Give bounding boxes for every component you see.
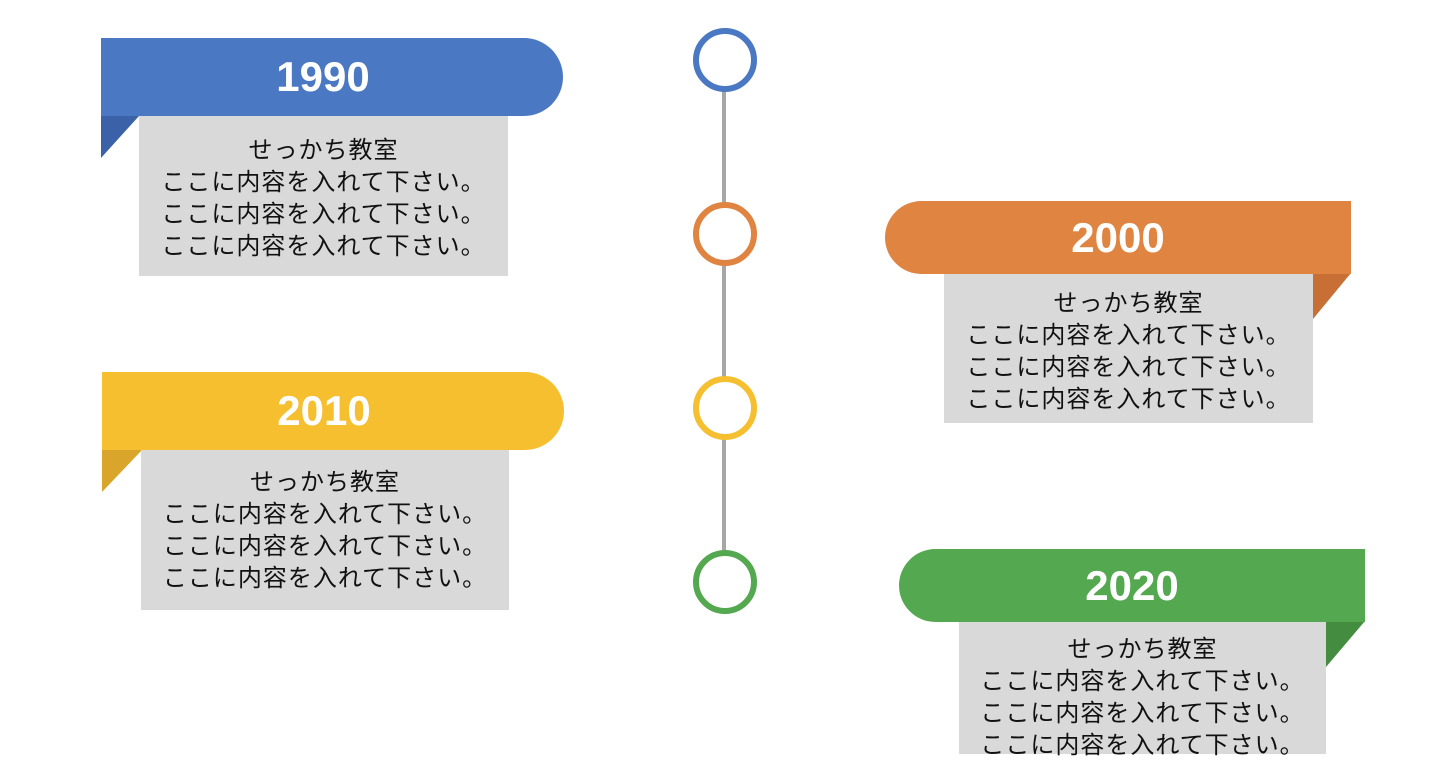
timeline-node-2000 xyxy=(693,202,757,266)
entry-line: ここに内容を入れて下さい。 xyxy=(162,564,488,592)
entry-line: ここに内容を入れて下さい。 xyxy=(162,500,488,528)
content-box-1990: せっかち教室 ここに内容を入れて下さい。 ここに内容を入れて下さい。 ここに内容… xyxy=(139,116,508,276)
year-label: 2000 xyxy=(1071,213,1165,261)
timeline-node-1990 xyxy=(693,28,757,92)
entry-line: ここに内容を入れて下さい。 xyxy=(161,232,486,260)
banner-fold-1990 xyxy=(101,116,139,158)
entry-line: ここに内容を入れて下さい。 xyxy=(980,667,1305,695)
year-banner-2000: 2000 xyxy=(885,201,1351,274)
banner-fold-2010 xyxy=(102,450,142,492)
entry-line: ここに内容を入れて下さい。 xyxy=(161,168,486,196)
year-banner-2010: 2010 xyxy=(102,372,564,450)
timeline-node-2010 xyxy=(693,376,757,440)
entry-title: せっかち教室 xyxy=(1067,635,1218,663)
entry-line: ここに内容を入れて下さい。 xyxy=(161,200,486,228)
banner-fold-2000 xyxy=(1313,273,1351,319)
year-label: 2010 xyxy=(277,387,371,434)
year-label: 1990 xyxy=(276,53,370,100)
content-box-2020: せっかち教室 ここに内容を入れて下さい。 ここに内容を入れて下さい。 ここに内容… xyxy=(959,621,1326,759)
year-banner-1990: 1990 xyxy=(101,38,563,116)
year-label: 2020 xyxy=(1085,561,1179,609)
entry-line: ここに内容を入れて下さい。 xyxy=(966,385,1291,413)
entry-line: ここに内容を入れて下さい。 xyxy=(980,699,1305,727)
entry-title: せっかち教室 xyxy=(250,468,400,496)
banner-fold-2020 xyxy=(1326,621,1365,667)
timeline-axis xyxy=(722,58,726,582)
timeline-node-2020 xyxy=(693,550,757,614)
content-box-2010: せっかち教室 ここに内容を入れて下さい。 ここに内容を入れて下さい。 ここに内容… xyxy=(141,450,509,610)
entry-line: ここに内容を入れて下さい。 xyxy=(162,532,488,560)
entry-line: ここに内容を入れて下さい。 xyxy=(980,731,1305,759)
entry-title: せっかち教室 xyxy=(248,136,399,164)
year-banner-2020: 2020 xyxy=(899,549,1365,622)
content-box-2000: せっかち教室 ここに内容を入れて下さい。 ここに内容を入れて下さい。 ここに内容… xyxy=(944,273,1313,423)
entry-line: ここに内容を入れて下さい。 xyxy=(966,321,1291,349)
entry-title: せっかち教室 xyxy=(1053,289,1204,317)
entry-line: ここに内容を入れて下さい。 xyxy=(966,353,1291,381)
